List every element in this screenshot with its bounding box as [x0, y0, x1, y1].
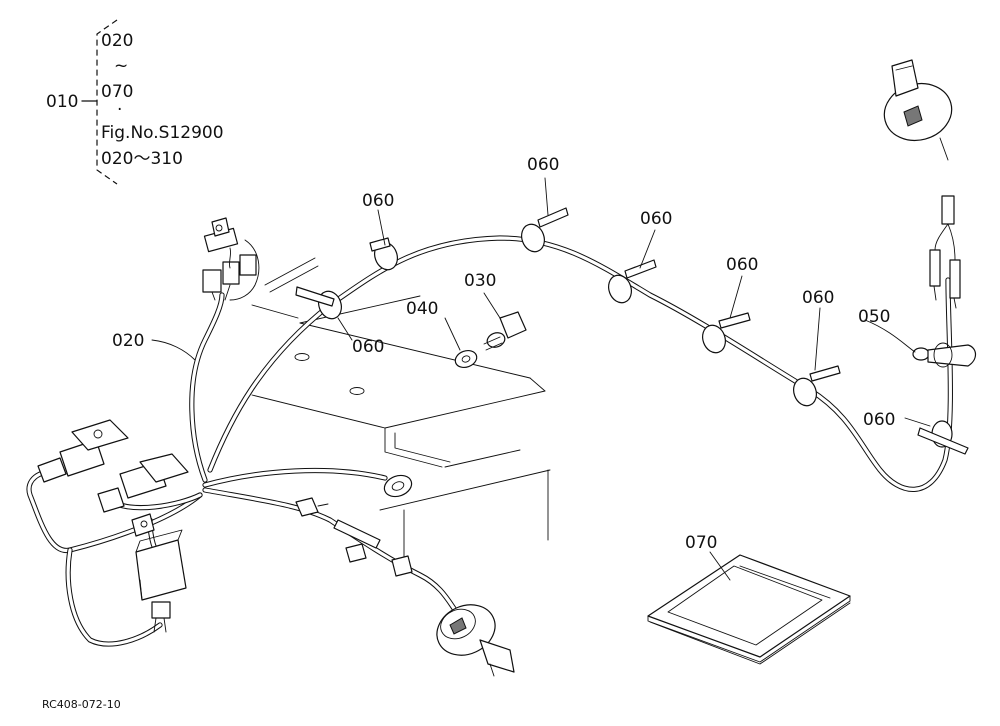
relay-connector-cluster	[202, 217, 319, 301]
callout-labels: 020 030 040 050 060 070 060 060 060 060 …	[112, 155, 895, 553]
callout-bolt: 030	[464, 271, 496, 291]
manual-070	[647, 554, 851, 665]
band-clip	[608, 259, 657, 304]
callout-band-clip: 060	[640, 209, 672, 229]
band-clip	[917, 420, 969, 455]
bracket-dashed-line	[96, 19, 118, 185]
bracket-note: 010 020 ~ 070 · Fig.No.S12900 020～310	[46, 19, 224, 185]
band-clip	[702, 312, 751, 354]
range-start-label: 020	[101, 31, 133, 51]
washer-040	[454, 349, 478, 369]
parent-ref-label: 010	[46, 92, 78, 112]
callout-band-clip: 060	[726, 255, 758, 275]
ground-eyelet	[383, 474, 413, 498]
callout-band-clip: 060	[802, 288, 834, 308]
band-clips	[295, 207, 969, 455]
callout-harness: 020	[112, 331, 144, 351]
callout-band-clip: 060	[863, 410, 895, 430]
panel-body	[251, 295, 551, 561]
band-clip	[521, 207, 569, 253]
callout-band-clip: 060	[352, 337, 384, 357]
callout-clamp-ring: 050	[858, 307, 890, 327]
bullet-label: ·	[117, 100, 122, 120]
bolt-030	[483, 311, 527, 351]
upper-switch-assembly	[883, 59, 961, 309]
lower-switch-assembly	[295, 497, 515, 677]
range-sep-label: ~	[114, 56, 128, 76]
left-connectors	[37, 419, 189, 633]
fig-range-label: 020～310	[101, 149, 183, 169]
callout-leaders	[151, 177, 931, 581]
clamp-ring	[912, 342, 977, 368]
callout-band-clip: 060	[362, 191, 394, 211]
callout-manual: 070	[685, 533, 717, 553]
drawing-code: RC408-072-10	[42, 698, 121, 711]
callout-washer: 040	[406, 299, 438, 319]
band-clip	[793, 365, 841, 407]
band-clip	[369, 237, 398, 271]
callout-band-clip: 060	[527, 155, 559, 175]
fig-ref-label: Fig.No.S12900	[101, 123, 224, 143]
band-clip	[295, 286, 342, 320]
range-end-label: 070	[101, 82, 133, 102]
